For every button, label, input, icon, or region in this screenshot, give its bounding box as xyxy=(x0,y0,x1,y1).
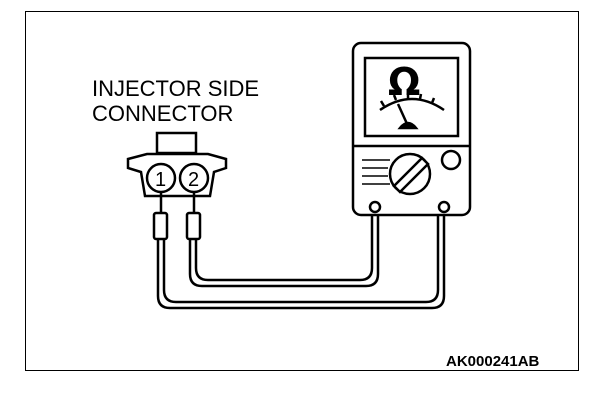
terminal-right xyxy=(437,200,451,214)
pin-1-label: 1 xyxy=(155,169,166,191)
label-line-1: INJECTOR SIDE xyxy=(92,76,259,101)
connector-probes xyxy=(152,192,202,241)
injector-connector xyxy=(126,131,228,198)
meter-scale xyxy=(379,97,445,112)
multimeter xyxy=(351,41,472,217)
terminal-left xyxy=(368,200,382,214)
probe-1 xyxy=(152,211,169,241)
meter-button xyxy=(440,149,462,171)
connector-latch xyxy=(155,131,198,155)
pin-2-label: 2 xyxy=(188,169,199,191)
figure-code: AK000241AB xyxy=(446,353,540,370)
wire-pin1 xyxy=(156,212,446,310)
label-line-2: CONNECTOR xyxy=(92,101,233,126)
connector-body xyxy=(126,152,228,198)
wire-pin2-inner xyxy=(194,212,374,282)
probe-2 xyxy=(185,211,202,241)
wire-pin1-inner xyxy=(162,212,440,304)
ohm-icon: Ω xyxy=(388,60,420,104)
diagram-frame xyxy=(25,11,579,371)
test-wires xyxy=(156,212,446,310)
wire-pin2 xyxy=(188,212,380,288)
